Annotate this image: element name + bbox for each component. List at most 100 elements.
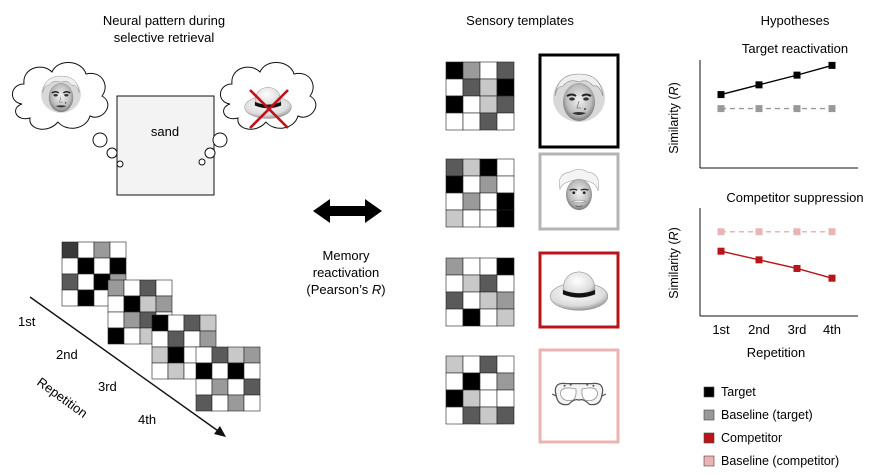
face-marilyn-icon — [552, 73, 606, 123]
data-point — [828, 228, 836, 236]
chart-target-reactivation — [699, 60, 858, 169]
repetition-arrow — [29, 296, 222, 434]
repetition-axis-label: Repetition — [34, 374, 90, 421]
left-panel-title-line2: selective retrieval — [114, 30, 215, 45]
pattern-cell — [462, 274, 481, 293]
pattern-cell — [227, 378, 245, 396]
pattern-cell — [445, 406, 464, 425]
pattern-cell — [199, 330, 217, 348]
pattern-cell — [199, 314, 217, 332]
data-point — [755, 228, 763, 236]
pattern-cell — [77, 289, 95, 307]
data-point — [717, 91, 725, 99]
data-point — [828, 274, 836, 282]
pattern-cell — [155, 295, 173, 313]
left-panel: Neural pattern during selective retrieva… — [12, 13, 317, 437]
pattern-cell — [151, 314, 169, 332]
pattern-cell — [496, 291, 515, 310]
pattern-cell — [107, 279, 125, 297]
pattern-cell — [211, 394, 229, 412]
pattern-cell — [462, 372, 481, 391]
pattern-cell — [167, 314, 185, 332]
pattern-cell — [77, 257, 95, 275]
legend-swatch-baseline-competitor — [703, 455, 715, 467]
y-axis-label-bottom: Similarity (R) — [667, 227, 681, 299]
pattern-cell — [479, 291, 498, 310]
hypotheses-title: Hypotheses — [761, 13, 830, 28]
data-point — [793, 105, 801, 113]
repetition-label-4: 4th — [138, 412, 156, 427]
pattern-cell — [462, 175, 481, 194]
pattern-cell — [445, 78, 464, 97]
cue-word: sand — [151, 124, 179, 139]
pattern-cell — [496, 406, 515, 425]
pattern-cell — [107, 311, 125, 329]
face-marilyn-icon — [40, 75, 82, 114]
pattern-cell — [462, 61, 481, 80]
chart-competitor-suppression — [699, 208, 858, 317]
thought-bubble-competitor — [198, 62, 317, 166]
pattern-cell — [496, 175, 515, 194]
neural-pattern-grid-4 — [195, 346, 261, 412]
pattern-cell — [139, 279, 157, 297]
pattern-cell — [445, 61, 464, 80]
sensory-templates-panel: Sensory templates — [445, 13, 620, 444]
pattern-cell — [243, 378, 261, 396]
pattern-cell — [151, 362, 169, 380]
series-line-target — [720, 64, 833, 96]
data-point — [828, 105, 836, 113]
pattern-cell — [479, 95, 498, 114]
pattern-cell — [479, 308, 498, 327]
pattern-cell — [445, 291, 464, 310]
data-point — [717, 105, 725, 113]
legend-swatch-baseline-target — [703, 409, 715, 421]
pattern-cell — [107, 327, 125, 345]
pattern-cell — [479, 209, 498, 228]
pattern-cell — [479, 175, 498, 194]
pattern-cell — [462, 406, 481, 425]
pattern-cell — [479, 61, 498, 80]
pattern-cell — [479, 257, 498, 276]
chart-title-competitor-suppression: Competitor suppression — [726, 190, 863, 205]
memory-label-line1: Memory — [323, 248, 370, 263]
pattern-cell — [462, 389, 481, 408]
pattern-cell — [445, 158, 464, 177]
pattern-cell — [61, 289, 79, 307]
pattern-cell — [167, 362, 185, 380]
template-grids — [445, 61, 515, 425]
pattern-cell — [109, 257, 127, 275]
middle-arrow-group: Memory reactivation (Pearson’s R) — [306, 199, 386, 297]
pattern-cell — [123, 279, 141, 297]
pattern-cell — [109, 241, 127, 259]
pattern-cell — [462, 291, 481, 310]
pattern-cell — [61, 257, 79, 275]
pattern-cell — [195, 394, 213, 412]
memory-label-line2: reactivation — [313, 265, 379, 280]
pattern-cell — [123, 295, 141, 313]
repetition-label-1: 1st — [18, 314, 36, 329]
pattern-cell — [462, 209, 481, 228]
x-tick-1: 1st — [712, 322, 730, 337]
pattern-cell — [155, 279, 173, 297]
data-point — [755, 81, 763, 89]
legend-label-target: Target — [721, 385, 756, 399]
memory-label-line3: (Pearson’s R) — [306, 282, 385, 297]
x-tick-2: 2nd — [748, 322, 770, 337]
pattern-cell — [445, 389, 464, 408]
pattern-cell — [479, 158, 498, 177]
sensory-templates-title: Sensory templates — [466, 13, 574, 28]
template-pattern-grid-4 — [445, 355, 515, 425]
pattern-cell — [445, 372, 464, 391]
legend-label-baseline-competitor: Baseline (competitor) — [721, 454, 839, 468]
pattern-cell — [479, 112, 498, 131]
pattern-cell — [462, 257, 481, 276]
pattern-cell — [139, 295, 157, 313]
repetition-label-3: 3rd — [98, 379, 117, 394]
pattern-cell — [496, 95, 515, 114]
x-tick-3: 3rd — [788, 322, 807, 337]
pattern-cell — [61, 241, 79, 259]
data-point — [793, 228, 801, 236]
thought-bubble-target — [12, 62, 124, 168]
pattern-cell — [496, 274, 515, 293]
data-point — [755, 105, 763, 113]
